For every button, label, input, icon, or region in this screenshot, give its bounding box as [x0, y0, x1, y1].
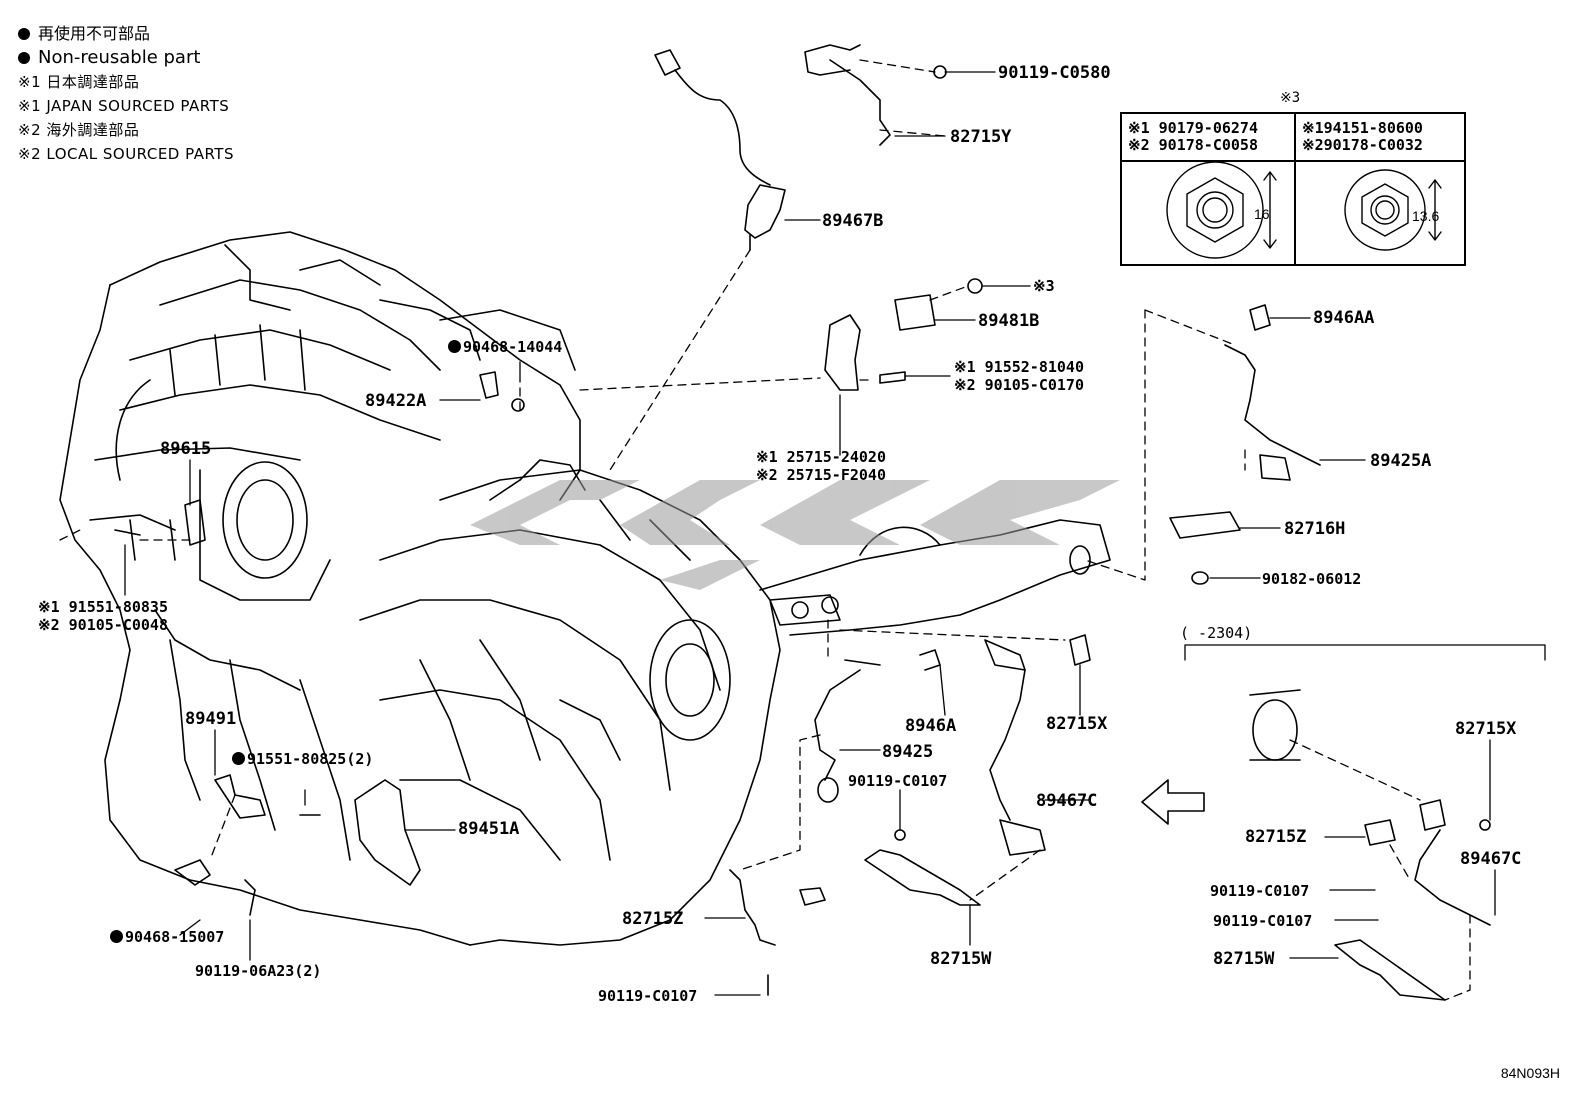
legend-note2-en: ※2 LOCAL SOURCED PARTS — [18, 145, 234, 163]
watermark-logo — [470, 480, 1120, 590]
nut-table: ※1 90179-06274 ※2 90178-C0058 ※194151-80… — [1120, 112, 1466, 266]
part-label-89451a[interactable]: 89451A — [458, 819, 520, 839]
legend-note2-jp: ※2 海外調達部品 — [18, 121, 140, 139]
part-label-89481b[interactable]: 89481B — [978, 311, 1040, 331]
part-label-91551-80825[interactable]: 91551-80825(2) — [232, 750, 373, 768]
part-label-82715w-inset[interactable]: 82715W — [1213, 949, 1275, 969]
table-divider — [1122, 160, 1464, 162]
part-label-89467c[interactable]: 89467C — [1036, 791, 1098, 811]
range-label: ( -2304) — [1180, 624, 1253, 642]
part-label-89425a[interactable]: 89425A — [1370, 451, 1432, 471]
nut-dimension-13-6: 13.6 — [1412, 208, 1440, 224]
legend-non-reusable-en: Non-reusable part — [18, 46, 234, 70]
part-label-90468-15007[interactable]: 90468-15007 — [110, 928, 224, 946]
part-label-89467c-inset[interactable]: 89467C — [1460, 849, 1522, 869]
part-label-82716h[interactable]: 82716H — [1284, 519, 1346, 539]
drawing-code: 84N093H — [1500, 1065, 1560, 1081]
transaxle-drawing — [359, 459, 781, 946]
part-label-82715w[interactable]: 82715W — [930, 949, 992, 969]
part-label-25715-f2040[interactable]: ※2 25715-F2040 — [756, 466, 886, 484]
bullet-icon — [18, 28, 30, 40]
leader-lines — [59, 59, 1471, 1001]
nut-table-col2-parts: ※194151-80600 ※290178-C0032 — [1302, 119, 1423, 154]
part-label-8946aa[interactable]: 8946AA — [1313, 308, 1375, 328]
part-label-90119-c0580[interactable]: 90119-C0580 — [998, 63, 1111, 83]
table-divider — [1294, 114, 1296, 264]
part-label-89615[interactable]: 89615 — [160, 439, 212, 459]
part-label-89422a[interactable]: 89422A — [365, 391, 427, 411]
part-label-82715z[interactable]: 82715Z — [622, 909, 684, 929]
exhaust-pipe-drawing — [759, 519, 1111, 636]
part-label-90119-c0107-inset[interactable]: 90119-C0107 — [1213, 912, 1313, 930]
part-label-90182-06012[interactable]: 90182-06012 — [1262, 570, 1362, 588]
legend-note1-jp: ※1 日本調達部品 — [18, 73, 140, 91]
part-label-90119-c0107[interactable]: 90119-C0107 — [598, 987, 698, 1005]
part-label-90468-14044[interactable]: 90468-14044 — [448, 338, 562, 356]
part-label-90105-c0170[interactable]: ※2 90105-C0170 — [954, 376, 1084, 394]
label-pointers — [124, 71, 1546, 996]
part-label-91551-80835[interactable]: ※1 91551-80835 — [38, 598, 168, 616]
nut-drawings — [1166, 161, 1442, 259]
legend-non-reusable-jp: 再使用不可部品 — [18, 22, 234, 46]
part-label-82715x-inset[interactable]: 82715X — [1455, 719, 1517, 739]
view-arrow-icon — [1141, 779, 1205, 825]
bullet-icon — [18, 52, 30, 64]
nut-table-col1-parts: ※1 90179-06274 ※2 90178-C0058 — [1128, 119, 1258, 154]
legend-note1-en: ※1 JAPAN SOURCED PARTS — [18, 97, 230, 115]
part-label-90119-c0107[interactable]: 90119-C0107 — [848, 772, 948, 790]
part-label-90119-c0107-inset[interactable]: 90119-C0107 — [1210, 882, 1310, 900]
nut-table-header: ※3 — [1280, 90, 1301, 106]
part-label-82715y[interactable]: 82715Y — [950, 127, 1012, 147]
part-label-90119-06a23[interactable]: 90119-06A23(2) — [195, 962, 322, 980]
part-label-89425[interactable]: 89425 — [882, 742, 934, 762]
part-label-25715-24020[interactable]: ※1 25715-24020 — [756, 448, 886, 466]
part-label-91552-81040[interactable]: ※1 91552-81040 — [954, 358, 1084, 376]
ref-mark-3: ※3 — [1033, 277, 1055, 295]
sensor-parts — [114, 44, 1491, 1001]
part-label-8946a[interactable]: 8946A — [905, 716, 957, 736]
part-label-82715x[interactable]: 82715X — [1046, 714, 1108, 734]
part-label-89491[interactable]: 89491 — [185, 709, 237, 729]
legend: 再使用不可部品 Non-reusable part ※1 日本調達部品 ※1 J… — [18, 22, 234, 166]
nut-dimension-16: 16 — [1254, 206, 1270, 222]
part-label-89467b[interactable]: 89467B — [822, 211, 884, 231]
part-label-82715z-inset[interactable]: 82715Z — [1245, 827, 1307, 847]
part-label-90105-c0048[interactable]: ※2 90105-C0048 — [38, 616, 168, 634]
